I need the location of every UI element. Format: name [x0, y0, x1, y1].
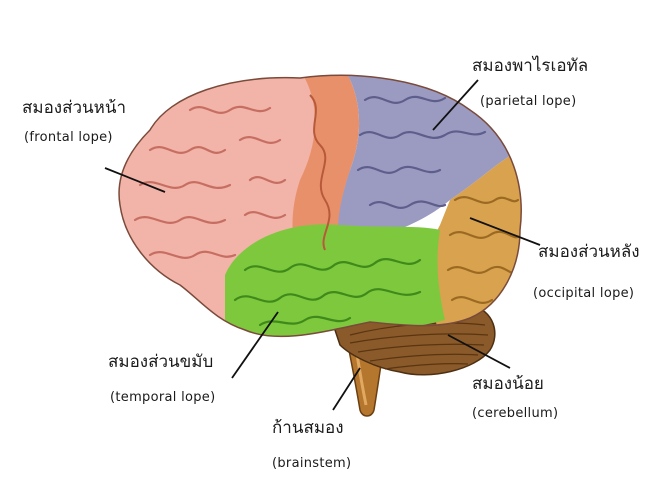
temporal-label-english: (temporal lope): [110, 390, 215, 405]
parietal-label-thai: สมองพาไรเอทัล: [472, 52, 588, 79]
frontal-label-thai: สมองส่วนหน้า: [22, 94, 126, 121]
brainstem-label-thai: ก้านสมอง: [272, 414, 344, 441]
temporal-lobe-shape: [225, 224, 445, 340]
cerebellum-label-english: (cerebellum): [472, 406, 558, 421]
occipital-label-english: (occipital lope): [533, 286, 634, 301]
parietal-label-english: (parietal lope): [480, 94, 576, 109]
brainstem-label-english: (brainstem): [272, 456, 351, 471]
occipital-label-thai: สมองส่วนหลัง: [538, 238, 640, 265]
frontal-label-english: (frontal lope): [24, 130, 113, 145]
cerebellum-label-thai: สมองน้อย: [472, 370, 544, 397]
temporal-label-thai: สมองส่วนขมับ: [108, 348, 213, 375]
